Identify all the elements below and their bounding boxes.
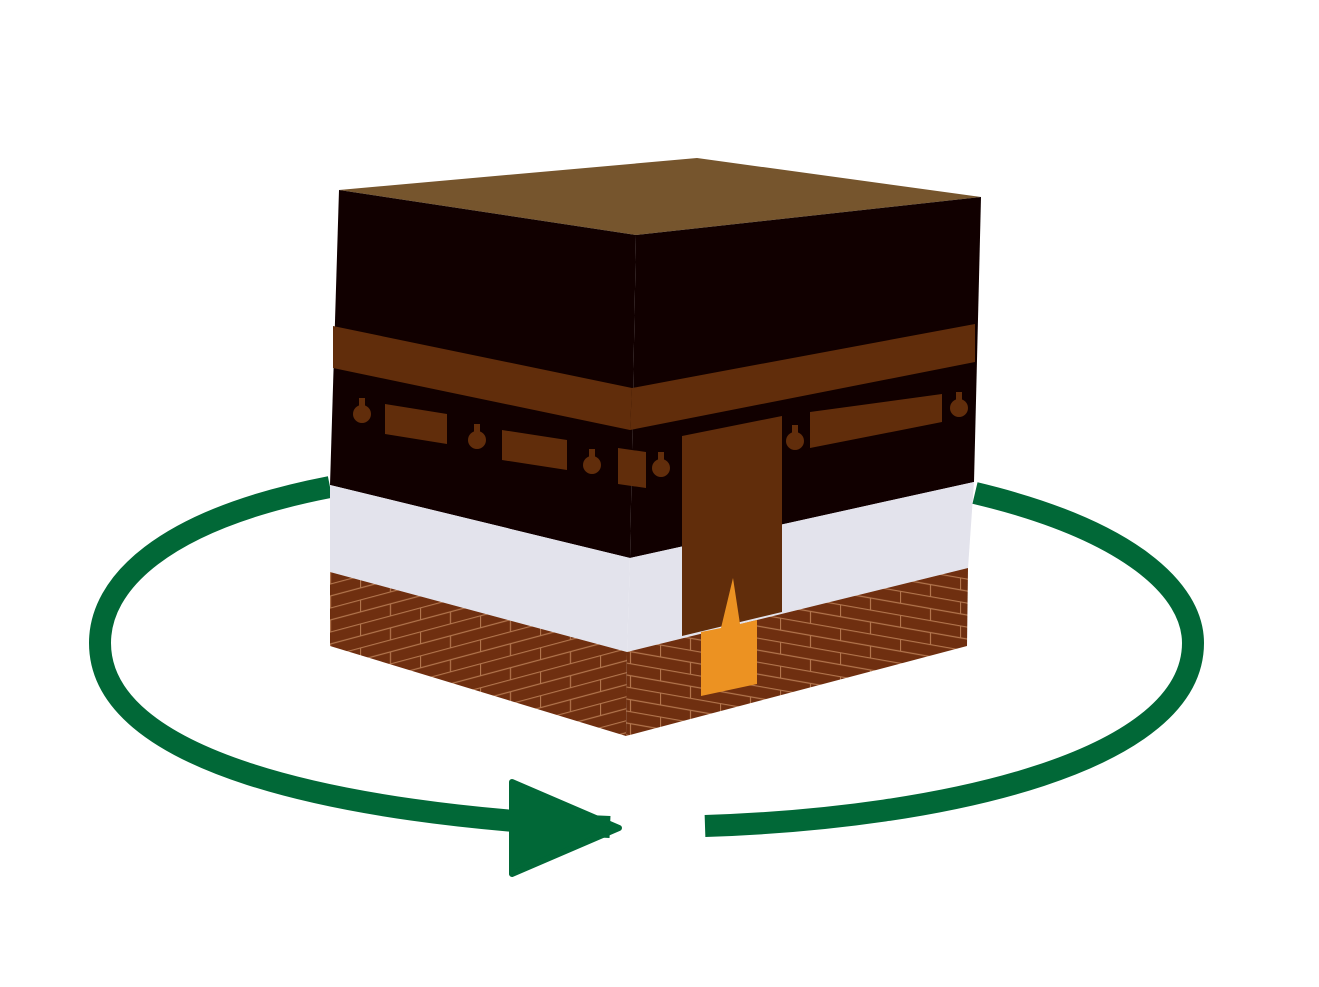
- lamp-ornament: [353, 392, 968, 477]
- orbit-back: [88, 476, 1205, 838]
- kaaba-building: [330, 158, 981, 736]
- inscription-panel: [618, 448, 646, 488]
- inscription-panel: [810, 394, 942, 448]
- masonry-base-left: [330, 572, 627, 736]
- orbit-arrowhead: [509, 779, 622, 877]
- white-base-cloth-left: [330, 485, 630, 652]
- kiswa-belt-left: [333, 326, 632, 430]
- inscription-panel: [385, 404, 447, 444]
- kaaba-door: [682, 416, 782, 636]
- kaaba-roof: [339, 158, 981, 235]
- inscription-panel: [502, 430, 567, 470]
- kiswa-belt-right: [630, 324, 975, 430]
- black-stone-mount: [701, 578, 757, 696]
- masonry-base-right: [626, 568, 968, 736]
